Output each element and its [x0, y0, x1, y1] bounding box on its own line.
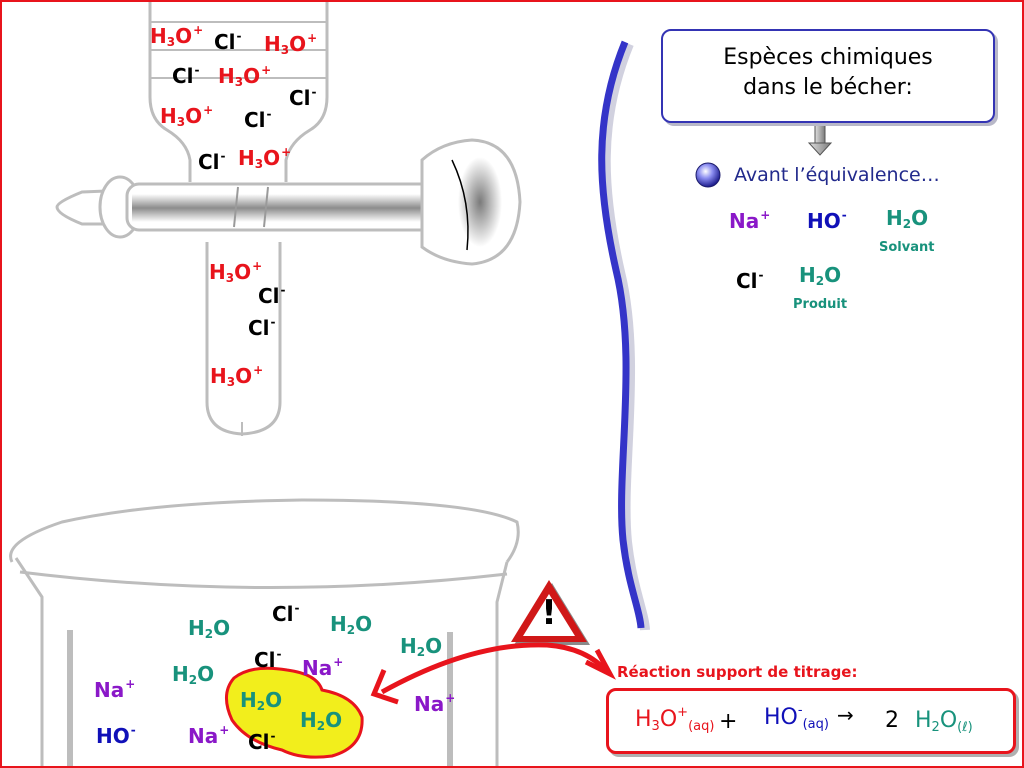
beaker-cl-ion: Cl-	[254, 647, 282, 672]
stopcock	[55, 138, 522, 266]
burette-cl-ion: Cl-	[172, 63, 200, 88]
legend-ho: HO-	[807, 208, 847, 233]
beaker-h2o-ion: H2O	[188, 616, 231, 641]
reaction-label: Réaction support de titrage:	[617, 663, 858, 681]
warning-triangle-icon	[511, 580, 590, 645]
title-box: Espèces chimiques dans le bécher:	[661, 29, 995, 123]
title-line: dans le bécher:	[743, 75, 913, 100]
plus-sign: +	[719, 709, 738, 734]
reaction-arrow: →	[837, 703, 854, 727]
legend-h2o-product: H2O	[799, 263, 842, 288]
gray-down-arrow-icon	[807, 124, 833, 156]
beaker-h2o-ion: H2O	[240, 688, 283, 713]
burette-cl-ion: Cl-	[214, 29, 242, 54]
beaker-na-ion: Na+	[414, 691, 456, 716]
legend-cl: Cl-	[736, 268, 764, 293]
burette-h3o-ion: H3O+	[209, 259, 263, 285]
beaker	[9, 498, 520, 766]
title-text: Espèces chimiques dans le bécher:	[663, 43, 993, 103]
beaker-h2o-ion: H2O	[400, 634, 443, 659]
legend-na: Na+	[729, 208, 771, 233]
warning-exclamation: !	[541, 593, 557, 633]
coefficient: 2	[885, 708, 899, 733]
beaker-h2o-ion: H2O	[300, 708, 343, 733]
burette-h3o-ion: H3O+	[218, 63, 272, 89]
burette-cl-ion: Cl-	[198, 149, 226, 174]
burette-h3o-ion: H3O+	[238, 145, 292, 171]
separator-line-main	[598, 40, 645, 629]
reaction-highlight	[225, 666, 364, 759]
beaker-na-ion: Na+	[94, 677, 136, 702]
red-double-arrow-icon	[370, 642, 616, 705]
blue-sphere-icon	[695, 162, 721, 188]
beaker-ho-ion: HO-	[96, 723, 136, 748]
beaker-cl-ion: Cl-	[272, 601, 300, 626]
legend-h2o-solvent: H2O	[886, 206, 929, 231]
beaker-na-ion: Na+	[302, 655, 344, 680]
burette-cl-ion: Cl-	[258, 283, 286, 308]
beaker-na-ion: Na+	[188, 723, 230, 748]
reactant-h3o: H3O+(aq)	[635, 705, 715, 734]
burette-h3o-ion: H3O+	[160, 103, 214, 129]
burette-cl-ion: Cl-	[244, 107, 272, 132]
reaction-box: H3O+(aq) + HO-(aq) → 2 H2O(ℓ)	[606, 688, 1016, 754]
title-line: Espèces chimiques	[723, 45, 933, 70]
beaker-h2o-ion: H2O	[330, 612, 373, 637]
burette-cl-ion: Cl-	[289, 85, 317, 110]
legend-product-note: Produit	[793, 297, 848, 312]
legend-solvent-note: Solvant	[879, 240, 935, 255]
product-h2o: H2O(ℓ)	[915, 708, 973, 735]
beaker-h2o-ion: H2O	[172, 662, 215, 687]
reactant-ho: HO-(aq)	[764, 703, 829, 732]
burette-h3o-ion: H3O+	[150, 23, 204, 49]
burette	[148, 2, 329, 436]
burette-cl-ion: Cl-	[248, 315, 276, 340]
burette-h3o-ion: H3O+	[264, 31, 318, 57]
burette-h3o-ion: H3O+	[210, 363, 264, 389]
beaker-cl-ion: Cl-	[248, 729, 276, 754]
before-equivalence-label: Avant l’équivalence…	[734, 164, 940, 186]
